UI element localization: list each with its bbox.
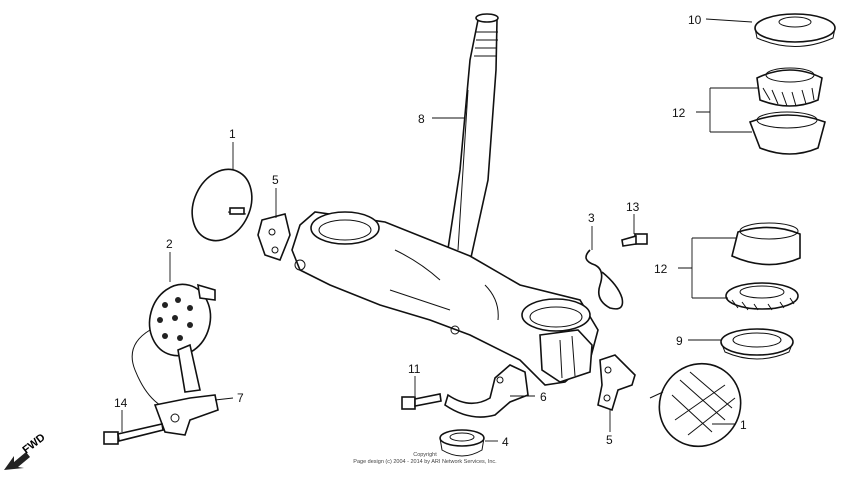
dust-seal-9: [720, 328, 794, 360]
callout-10: 10: [688, 13, 702, 27]
reflector-left: [191, 168, 253, 242]
bolt-11: [401, 393, 442, 410]
callout-11: 11: [408, 362, 421, 376]
lower-race-12: [731, 222, 801, 266]
callout-2: 2: [166, 237, 173, 251]
fwd-arrow-icon: [4, 452, 30, 470]
bolt-14: [103, 423, 164, 445]
horn-2: [131, 283, 216, 406]
upper-bearing-12: [756, 67, 823, 107]
wire-clip-3: [585, 249, 624, 310]
callout-12-upper: 12: [672, 106, 686, 120]
upper-race-12: [748, 111, 826, 155]
callout-5-left: 5: [272, 173, 279, 187]
bracket-5-left: [257, 213, 291, 261]
lower-bearing-12: [725, 282, 799, 311]
horn-bracket-7: [153, 394, 219, 436]
callout-13: 13: [626, 200, 640, 214]
fwd-label: FWD: [20, 431, 47, 456]
copyright-line-1: Copyright: [413, 452, 437, 458]
callout-14: 14: [114, 396, 128, 410]
copyright: Copyright Page design (c) 2004 - 2014 by…: [353, 452, 497, 465]
callout-9: 9: [676, 334, 683, 348]
callout-labels: 1 1 2 3 4 5 5 6 7 8 9 10 11 12 12 13 14: [114, 13, 747, 449]
steering-stem: [445, 13, 499, 263]
callout-1-right: 1: [740, 418, 747, 432]
bolt-13: [621, 233, 648, 247]
callout-1-left: 1: [229, 127, 236, 141]
bracket-6: [444, 364, 529, 418]
callout-12-lower: 12: [654, 262, 668, 276]
copyright-line-2: Page design (c) 2004 - 2014 by ARI Netwo…: [353, 459, 497, 465]
callout-8: 8: [418, 112, 425, 126]
grommet-4: [439, 429, 485, 457]
callout-3: 3: [588, 211, 595, 225]
callout-5-right: 5: [606, 433, 613, 447]
callout-6: 6: [540, 390, 547, 404]
top-nut-10: [754, 13, 836, 47]
bracket-5-right: [597, 354, 636, 412]
fwd-indicator: FWD: [4, 431, 48, 470]
callout-4: 4: [502, 435, 509, 449]
reflector-right: [649, 362, 742, 448]
callout-7: 7: [237, 391, 244, 405]
triple-clamp: [291, 211, 599, 386]
leader-lines: [121, 18, 758, 442]
